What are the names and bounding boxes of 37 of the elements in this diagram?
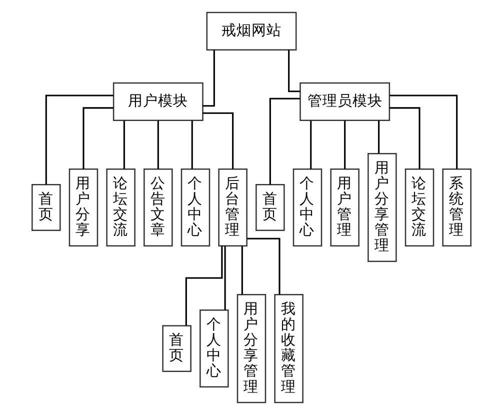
connector <box>378 120 380 154</box>
node-box: 公告文章 <box>144 168 173 246</box>
node-box: 用户分享管理 <box>236 294 266 404</box>
node-box: 用户分享 <box>68 168 98 246</box>
node-box: 我的收藏管理 <box>274 294 304 404</box>
node-box: 管理员模块 <box>300 82 390 121</box>
connector <box>288 50 300 92</box>
connector <box>241 246 243 294</box>
connector <box>157 120 159 170</box>
connector <box>344 120 346 170</box>
connector <box>269 98 300 185</box>
connector <box>247 238 280 295</box>
connector <box>185 246 223 326</box>
node-box: 系统管理 <box>442 168 472 246</box>
connector <box>390 94 458 169</box>
connector <box>123 120 125 170</box>
connector <box>202 50 215 107</box>
node-box: 用户管理 <box>330 168 360 246</box>
connector <box>45 94 114 185</box>
node-box: 首页 <box>32 184 61 231</box>
node-box: 戒烟网站 <box>206 12 297 50</box>
node-box: 个人中心 <box>180 168 210 246</box>
node-box: 首页 <box>162 325 192 372</box>
node-box: 首页 <box>256 184 285 231</box>
connector <box>82 107 114 169</box>
connector <box>310 120 312 170</box>
node-box: 用户分享管理 <box>368 152 397 262</box>
connector <box>224 246 226 310</box>
node-box: 个人中心 <box>200 310 229 388</box>
node-box: 个人中心 <box>292 168 322 246</box>
connector <box>202 112 234 170</box>
connector <box>191 120 193 170</box>
connector <box>390 107 420 169</box>
node-box: 用户模块 <box>112 82 204 121</box>
node-box: 论坛交流 <box>106 168 136 246</box>
node-box: 后台管理 <box>218 168 248 246</box>
node-box: 论坛交流 <box>404 168 434 246</box>
